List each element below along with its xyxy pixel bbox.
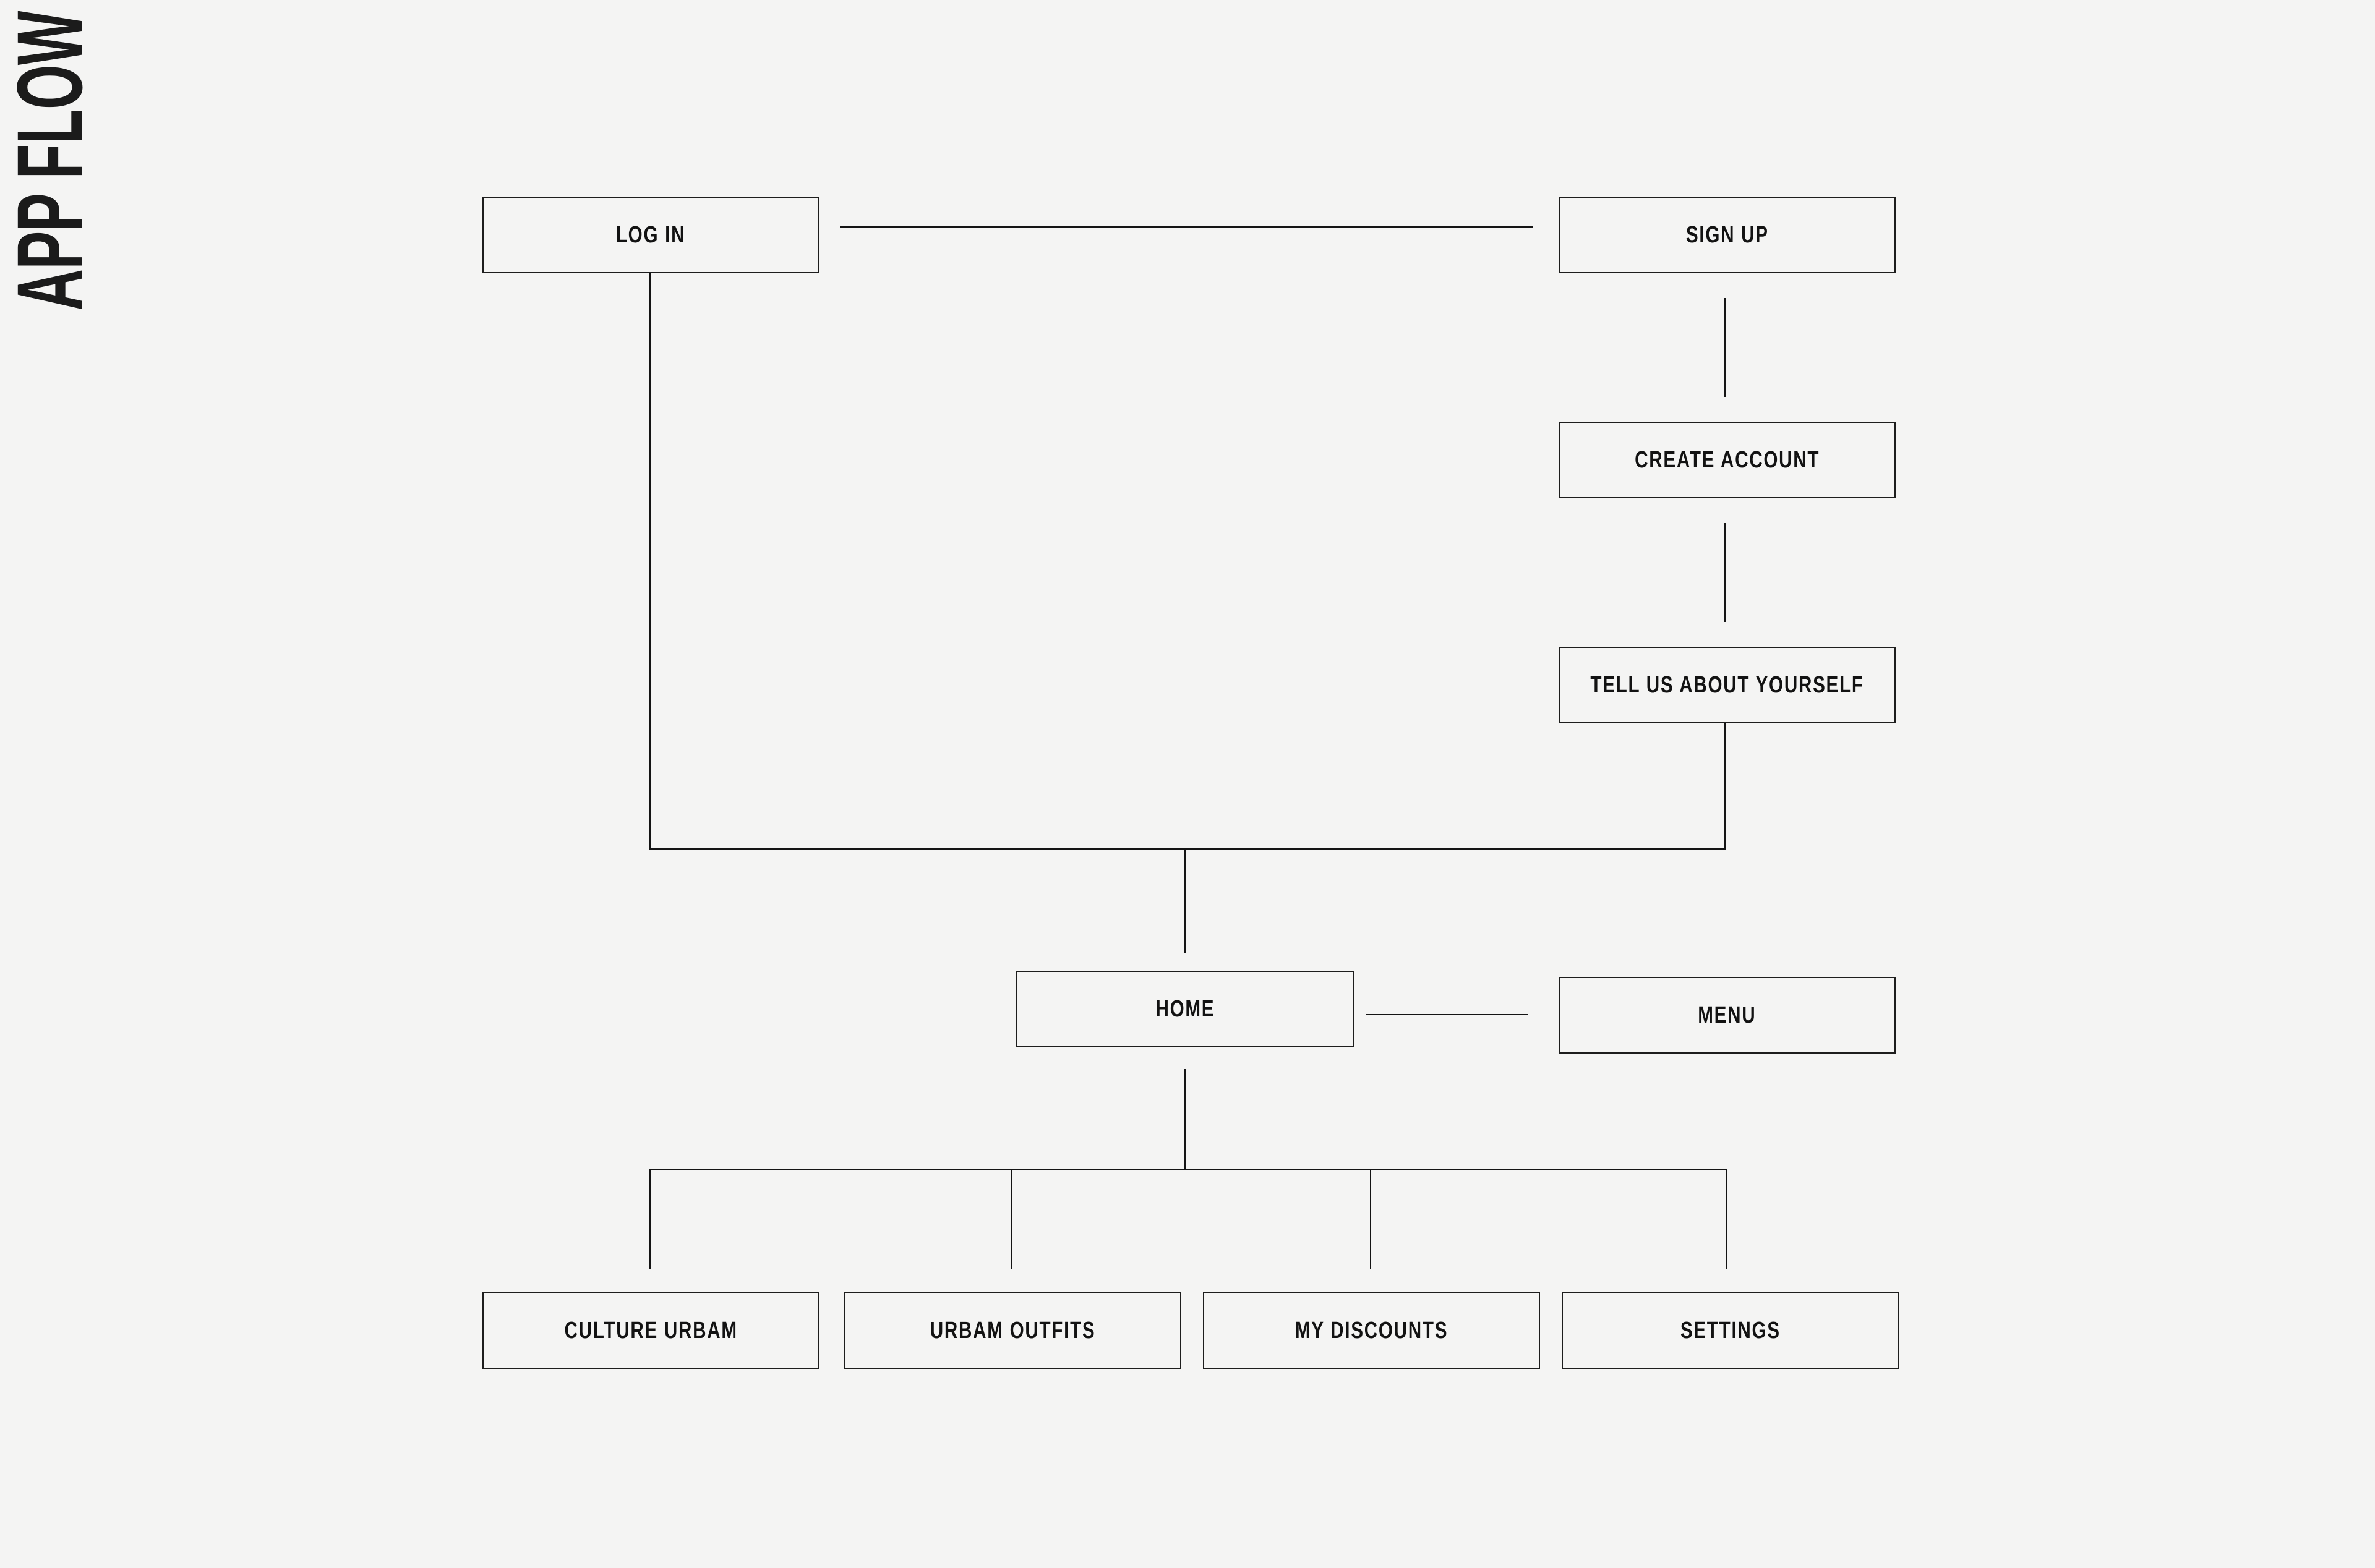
connector-home-to-menu [1366, 1014, 1528, 1015]
node-tell-us-about-yourself[interactable]: TELL US ABOUT YOURSELF [1559, 647, 1896, 723]
node-log-in-label: LOG IN [616, 221, 686, 248]
node-my-discounts-label: MY DISCOUNTS [1294, 1317, 1449, 1344]
connector-drop-urbam-outfits [1011, 1169, 1012, 1269]
node-culture-urbam[interactable]: CULTURE URBAM [482, 1292, 819, 1369]
node-home-label: HOME [1155, 995, 1215, 1022]
node-tell-us-about-yourself-label: TELL US ABOUT YOURSELF [1590, 671, 1864, 698]
connector-login-to-signup [840, 226, 1533, 228]
node-home[interactable]: HOME [1016, 971, 1354, 1047]
connector-tell-us-down-leg [1724, 723, 1726, 850]
connector-drop-settings [1726, 1169, 1727, 1269]
connector-login-down-leg [649, 273, 651, 848]
node-settings[interactable]: SETTINGS [1562, 1292, 1899, 1369]
node-urbam-outfits[interactable]: URBAM OUTFITS [844, 1292, 1181, 1369]
node-create-account[interactable]: CREATE ACCOUNT [1559, 422, 1896, 498]
connector-create-account-to-tell-us [1724, 523, 1726, 622]
connector-signup-to-create-account [1724, 298, 1726, 397]
node-sign-up-label: SIGN UP [1685, 221, 1769, 248]
node-urbam-outfits-label: URBAM OUTFITS [930, 1317, 1096, 1344]
node-culture-urbam-label: CULTURE URBAM [564, 1317, 738, 1344]
connector-merge-to-home [1184, 848, 1186, 953]
node-log-in[interactable]: LOG IN [482, 197, 819, 273]
connector-drop-my-discounts [1370, 1169, 1371, 1269]
node-my-discounts[interactable]: MY DISCOUNTS [1203, 1292, 1540, 1369]
page-title: APP FLOW [0, 0, 101, 433]
connector-home-down-stem [1184, 1069, 1186, 1169]
node-create-account-label: CREATE ACCOUNT [1634, 446, 1820, 473]
connector-bottom-bus [649, 1169, 1727, 1170]
connector-merge-bus [649, 848, 1726, 850]
node-settings-label: SETTINGS [1680, 1317, 1781, 1344]
page-title-text: APP FLOW [0, 11, 101, 311]
node-sign-up[interactable]: SIGN UP [1559, 197, 1896, 273]
connector-drop-culture-urbam [649, 1169, 651, 1269]
node-menu-label: MENU [1698, 1002, 1757, 1028]
node-menu[interactable]: MENU [1559, 977, 1896, 1054]
